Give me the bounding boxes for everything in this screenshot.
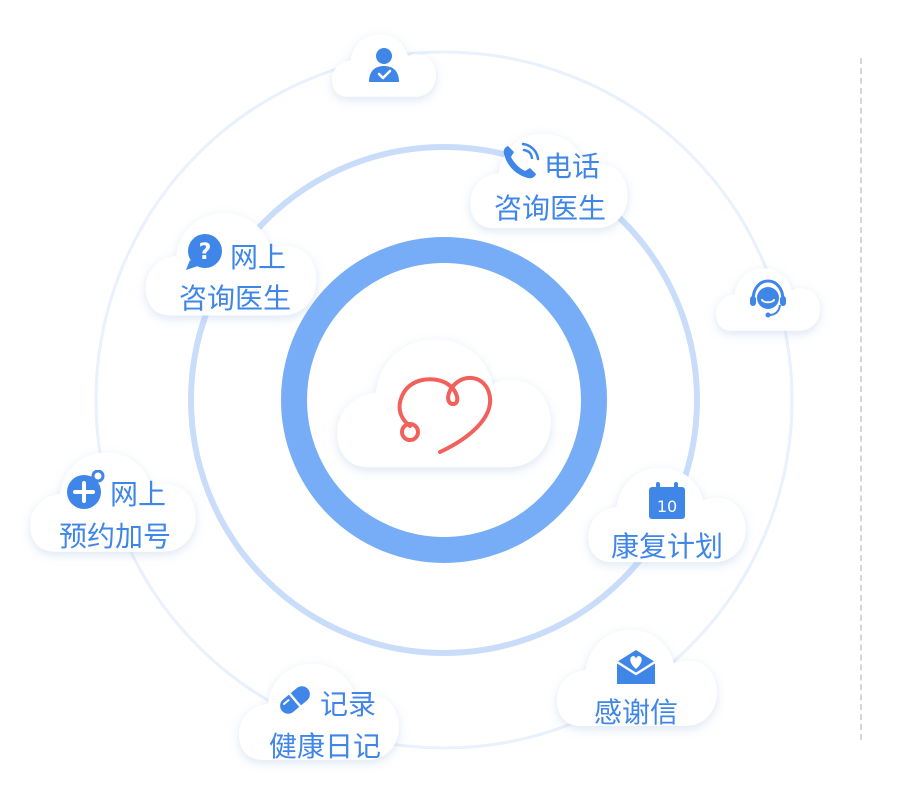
stethoscope-heart-icon bbox=[397, 375, 493, 454]
calendar-day-text: 10 bbox=[657, 497, 677, 516]
phone-consult-line2: 咨询医生 bbox=[493, 192, 606, 225]
phone-consult-node[interactable]: 电话 咨询医生 bbox=[480, 142, 620, 227]
thank-letter-node[interactable]: 感谢信 bbox=[566, 648, 706, 731]
rehab-plan-node[interactable]: 10 康复计划 bbox=[596, 482, 738, 565]
question-chat-icon: ? bbox=[184, 234, 226, 281]
envelope-heart-icon bbox=[615, 648, 657, 695]
online-booking-line1: 网上 bbox=[109, 477, 166, 511]
doctor-profile-node[interactable] bbox=[364, 46, 404, 86]
online-booking-node[interactable]: 网上 预约加号 bbox=[42, 469, 188, 555]
middle-ring bbox=[188, 144, 700, 656]
pill-icon bbox=[274, 680, 316, 729]
outer-ring bbox=[94, 50, 794, 750]
health-diary-node[interactable]: 记录 健康日记 bbox=[252, 680, 398, 765]
plus-circle-icon bbox=[64, 469, 106, 519]
calendar-icon: 10 bbox=[647, 482, 687, 529]
phone-icon bbox=[500, 142, 540, 191]
health-diary-line2: 健康日记 bbox=[268, 730, 381, 763]
svg-text:?: ? bbox=[199, 240, 212, 265]
online-booking-line2: 预约加号 bbox=[58, 520, 171, 553]
doctor-profile-icon bbox=[369, 48, 399, 82]
phone-consult-line1: 电话 bbox=[543, 149, 600, 183]
rehab-plan-label: 康复计划 bbox=[610, 530, 723, 563]
online-consult-line1: 网上 bbox=[229, 240, 286, 274]
health-diary-line1: 记录 bbox=[319, 687, 376, 721]
inner-ring bbox=[281, 237, 607, 563]
customer-service-node[interactable] bbox=[746, 278, 790, 322]
headset-service-icon bbox=[750, 279, 786, 318]
thank-letter-label: 感谢信 bbox=[593, 696, 678, 729]
dashed-divider bbox=[860, 58, 862, 740]
online-consult-line2: 咨询医生 bbox=[178, 282, 291, 315]
online-consult-node[interactable]: ? 网上 咨询医生 bbox=[162, 234, 308, 317]
